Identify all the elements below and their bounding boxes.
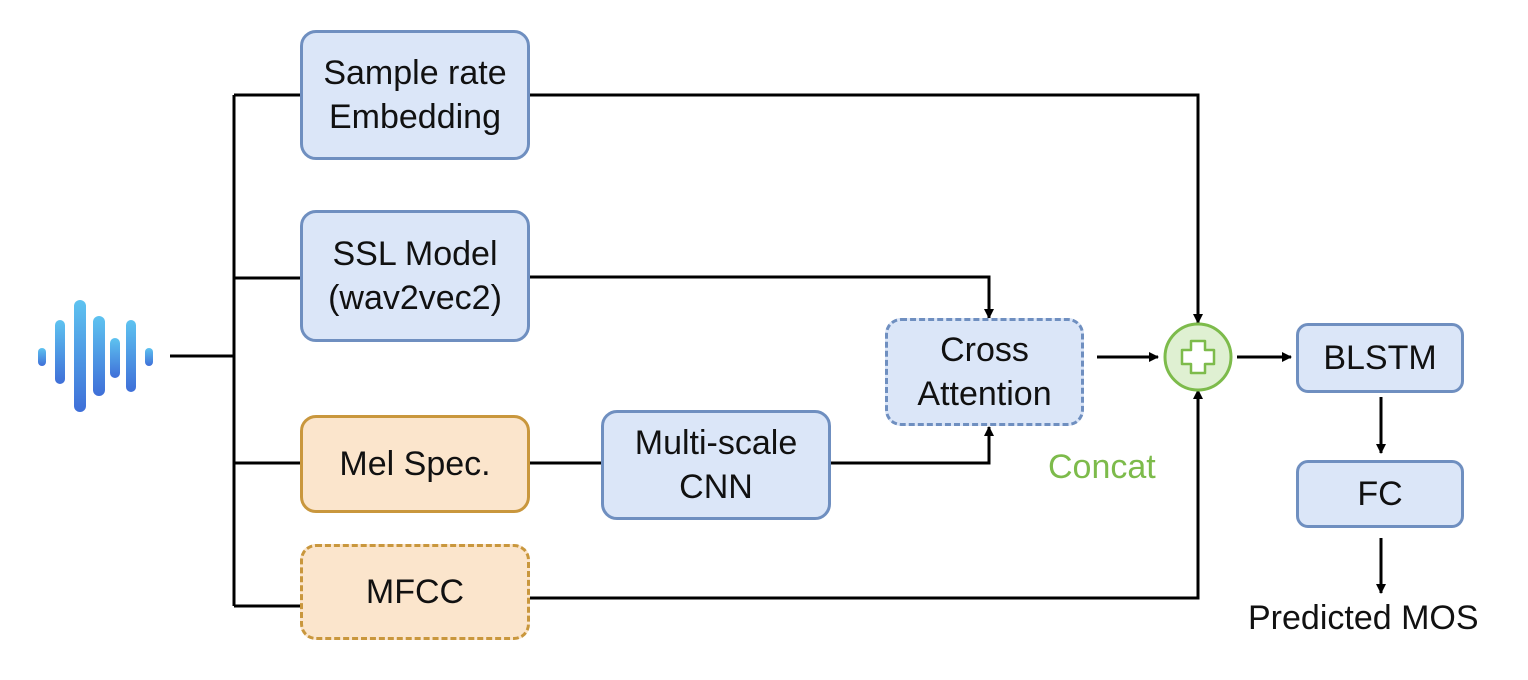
sample-rate-embedding-box: Sample rate Embedding — [300, 30, 530, 160]
mfcc-label: MFCC — [365, 573, 465, 611]
blstm-box: BLSTM — [1296, 323, 1464, 393]
mfcc-to-concat — [530, 389, 1203, 600]
ssl-model-box: SSL Model (wav2vec2) — [300, 210, 530, 342]
cross-attention-label: Cross Attention — [917, 331, 1052, 413]
audio-waveform-icon — [38, 300, 153, 412]
cross-attention-box: Cross Attention — [885, 318, 1084, 426]
ssl-to-cross-attention — [530, 275, 994, 319]
cnn-to-cross-attention — [831, 426, 994, 465]
concat-label: Concat — [1048, 448, 1156, 486]
blstm-label: BLSTM — [1323, 339, 1437, 377]
multiscale-cnn-label: Multi-scale CNN — [634, 424, 798, 506]
fc-label: FC — [1357, 475, 1403, 513]
mel-spec-label: Mel Spec. — [339, 445, 491, 483]
connectors — [170, 93, 1386, 608]
plus-circle-icon — [1163, 322, 1233, 392]
fc-box: FC — [1296, 460, 1464, 528]
sample-rate-to-concat — [530, 93, 1203, 324]
predicted-mos-label: Predicted MOS — [1248, 599, 1479, 637]
mfcc-box: MFCC — [300, 544, 530, 640]
mel-spec-box: Mel Spec. — [300, 415, 530, 513]
ssl-model-label: SSL Model (wav2vec2) — [328, 235, 502, 317]
sample-rate-embedding-label: Sample rate Embedding — [323, 54, 507, 136]
multiscale-cnn-box: Multi-scale CNN — [601, 410, 831, 520]
